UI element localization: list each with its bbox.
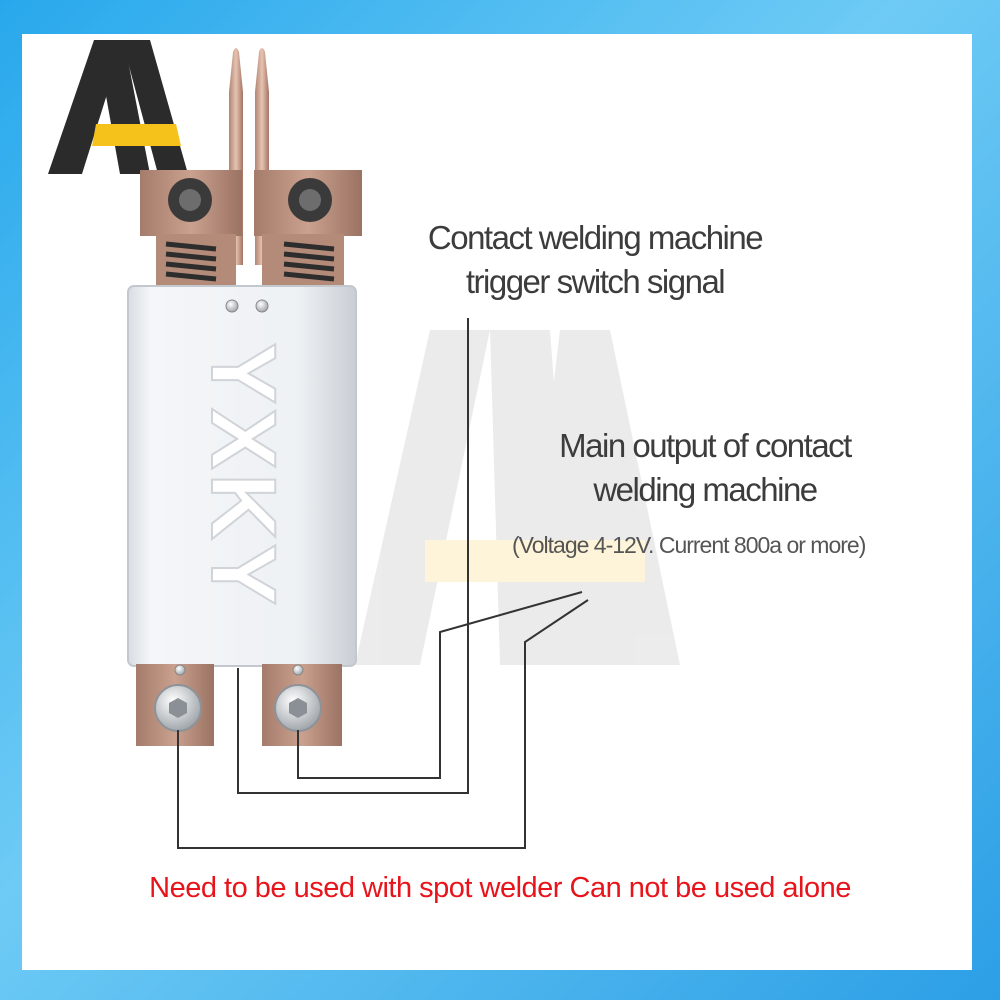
output-wire-right <box>297 591 583 779</box>
usage-warning: Need to be used with spot welder Can not… <box>149 872 851 904</box>
top-hex-bolt-right <box>288 178 332 222</box>
bottom-terminal-right <box>262 664 342 746</box>
trigger-label-line-1: Contact welding machine <box>427 219 764 256</box>
brand-logo <box>48 40 188 174</box>
trigger-wire <box>237 318 469 794</box>
device-body <box>127 285 357 667</box>
device-brand-text: YXKY <box>192 343 294 610</box>
body-screw-right <box>255 299 269 313</box>
output-label-line-1: Main output of contact <box>559 427 852 464</box>
output-label-line-2: welding machine <box>593 471 818 508</box>
output-wire-left <box>177 599 589 849</box>
spring-right <box>283 241 335 282</box>
watermark-logo <box>355 330 680 665</box>
trigger-signal-label: Contact welding machine trigger switch s… <box>385 216 805 304</box>
top-copper-blocks <box>140 170 362 288</box>
bottom-terminal-left <box>136 664 214 746</box>
trigger-label-line-2: trigger switch signal <box>465 263 726 300</box>
top-hex-bolt-left <box>168 178 212 222</box>
voltage-current-spec: (Voltage 4-12V. Current 800a or more) <box>512 532 866 558</box>
main-output-label: Main output of contact welding machine <box>515 424 895 512</box>
body-screw-left <box>225 299 239 313</box>
spring-left <box>165 241 217 282</box>
